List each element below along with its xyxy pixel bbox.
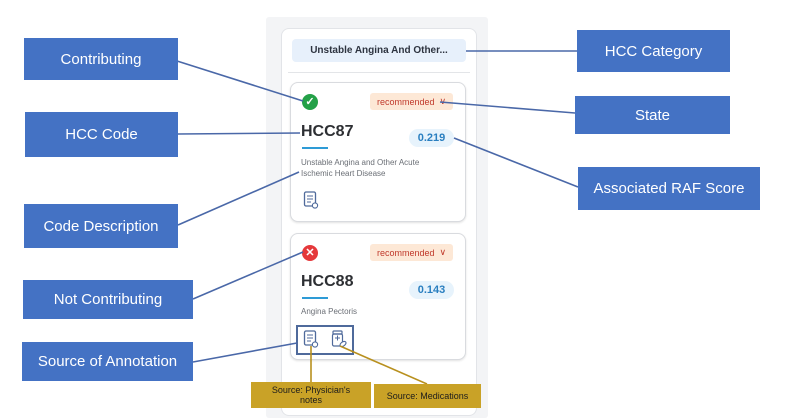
hcc-code-underline (302, 147, 328, 149)
hcc-code-1: HCC87 (301, 123, 354, 140)
chevron-down-icon: ∨ (439, 247, 447, 257)
raf-score-badge-1: 0.219 (409, 129, 454, 147)
code-description-2: Angina Pectoris (301, 306, 466, 317)
connector-not-contributing (192, 251, 304, 300)
callout-contributing: Contributing (24, 38, 178, 80)
physician-notes-icon[interactable] (303, 330, 319, 348)
connector-hcc-code (177, 132, 301, 135)
state-dropdown-2[interactable]: recommended ∨ (370, 244, 454, 261)
hcc-category-pill[interactable]: Unstable Angina And Other... (292, 39, 466, 62)
physician-notes-icon[interactable] (303, 191, 319, 209)
connector-contributing (176, 60, 304, 102)
connector-source-of-annotation (192, 342, 298, 363)
callout-associated-raf-score: Associated RAF Score (578, 167, 760, 210)
connector-code-description (177, 171, 300, 226)
callout-text-line: notes (299, 395, 323, 405)
code-description-1: Unstable Angina and Other Acute Ischemic… (301, 157, 466, 179)
code-description-line: Ischemic Heart Disease (301, 169, 386, 178)
callout-state: State (575, 96, 730, 134)
source-icons-highlight (296, 325, 354, 355)
panel-divider (288, 72, 470, 73)
contributing-check-icon: ✓ (302, 94, 318, 110)
state-dropdown-label: recommended (377, 96, 435, 107)
callout-text-line: Source: Physician's (271, 385, 351, 395)
code-description-line: Angina Pectoris (301, 307, 358, 316)
raf-score-badge-2: 0.143 (409, 281, 454, 299)
connector-raf-score (453, 137, 579, 188)
chevron-down-icon: ∨ (439, 96, 447, 106)
connector-source-medications (339, 345, 428, 385)
callout-hcc-code: HCC Code (25, 112, 178, 157)
connector-state (439, 101, 576, 114)
callout-not-contributing: Not Contributing (23, 280, 193, 319)
code-description-line: Unstable Angina and Other Acute (301, 158, 420, 167)
not-contributing-x-icon: ✕ (302, 245, 318, 261)
callout-source-medications: Source: Medications (374, 384, 481, 408)
callout-source-physician-notes: Source: Physician's notes (251, 382, 371, 408)
state-dropdown-1[interactable]: recommended ∨ (370, 93, 454, 110)
hcc-code-underline (302, 297, 328, 299)
callout-hcc-category: HCC Category (577, 30, 730, 72)
hcc-code-2: HCC88 (301, 273, 354, 290)
callout-code-description: Code Description (24, 204, 178, 248)
callout-source-of-annotation: Source of Annotation (22, 342, 193, 381)
state-dropdown-label: recommended (377, 247, 435, 258)
